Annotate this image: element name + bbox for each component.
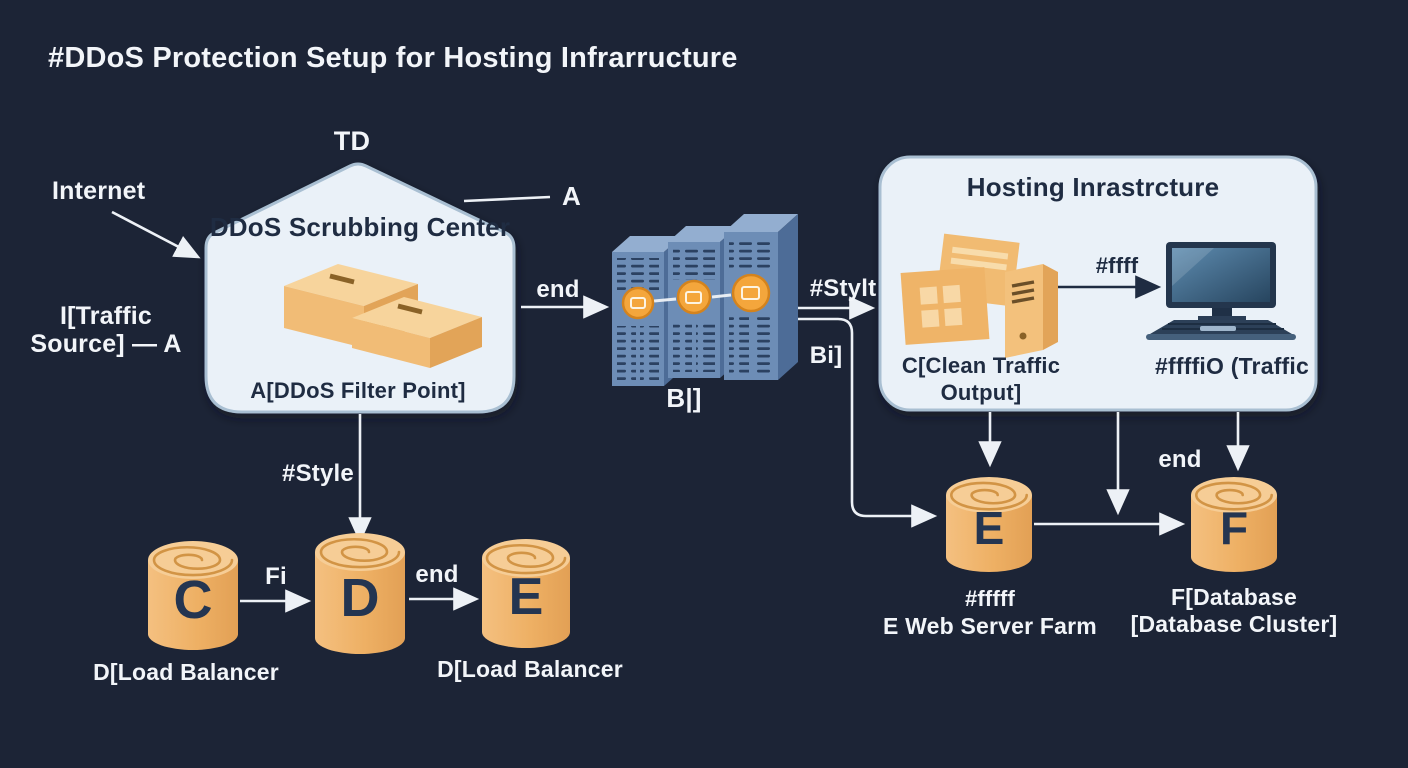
mini-tower-icon xyxy=(1005,264,1058,358)
cylinder-web-letter: E xyxy=(973,502,1005,554)
cylinder-d xyxy=(315,533,405,654)
edge-label-end-scrub: end xyxy=(536,276,580,303)
load-balancer-caption-e: D[Load Balancer xyxy=(437,656,623,682)
edge-label-end-de: end xyxy=(415,561,459,588)
a-reference-label: A xyxy=(562,181,581,211)
cylinder-database xyxy=(1191,477,1277,572)
clean-output-icon xyxy=(900,233,1058,358)
cylinder-web-farm xyxy=(946,477,1032,572)
cylinder-c-letter: C xyxy=(173,570,213,630)
web-farm-caption-line2: E Web Server Farm xyxy=(883,613,1097,639)
internet-label: Internet xyxy=(52,177,146,205)
computer-icon xyxy=(1146,242,1296,340)
edge-label-fi: Fi xyxy=(265,563,287,590)
line-a-reference xyxy=(463,195,551,203)
diagram-title: #DDoS Protection Setup for Hosting Infra… xyxy=(48,42,738,74)
edge-label-bi: Bi] xyxy=(809,342,843,369)
cylinder-c xyxy=(148,541,238,650)
scrubbing-center-title: DDoS Scrubbing Center xyxy=(209,212,511,242)
traffic-source-label-line2: Source] — A xyxy=(30,330,182,358)
cylinder-e-small xyxy=(482,539,570,648)
cylinder-e-small-letter: E xyxy=(508,568,544,626)
edge-label-style: #Style xyxy=(282,460,354,487)
database-caption-line2: [Database Cluster] xyxy=(1130,611,1338,637)
server-rack-caption: B|] xyxy=(666,383,702,413)
packages-icon xyxy=(284,264,482,368)
edge-label-end-db: end xyxy=(1158,446,1202,473)
edge-label-ffff: #ffff xyxy=(1095,253,1139,278)
server-rack-icon xyxy=(612,214,798,386)
traffic-caption: #ffffiO (Traffic xyxy=(1155,353,1309,379)
direction-label: TD xyxy=(333,126,371,156)
cylinder-db-letter: F xyxy=(1219,502,1249,554)
cylinder-d-letter: D xyxy=(340,568,380,628)
server-badge-icons xyxy=(621,273,771,320)
scrubbing-center-caption: A[DDoS Filter Point] xyxy=(250,378,466,403)
traffic-source-label-line1: I[Traffic xyxy=(59,302,153,330)
load-balancer-caption-c: D[Load Balancer xyxy=(93,659,279,685)
clean-output-caption-line1: C[Clean Traffic xyxy=(901,353,1061,378)
edge-label-stylt: #Stylt xyxy=(809,275,877,302)
arrow-servers-to-webfarm xyxy=(797,317,938,528)
clean-output-caption-line2: Output] xyxy=(940,380,1022,405)
hosting-title: Hosting Inrastrcture xyxy=(966,172,1220,202)
arrow-internet-to-scrubbing xyxy=(111,210,201,259)
database-caption-line1: F[Database xyxy=(1171,584,1297,610)
web-farm-caption-line1: #fffff xyxy=(964,586,1016,611)
flow-arrows xyxy=(111,195,1250,613)
hosting-box-shape xyxy=(878,155,1318,412)
